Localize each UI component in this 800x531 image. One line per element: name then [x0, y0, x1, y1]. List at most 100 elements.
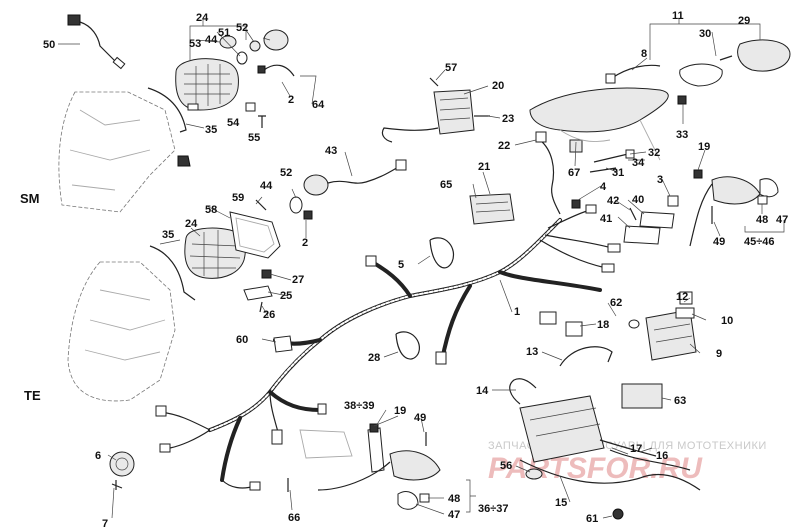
part-12-fuse — [679, 291, 693, 305]
callout-18: 18 — [597, 319, 609, 331]
callout-48-right: 48 — [756, 214, 768, 226]
part-55-screw — [258, 115, 266, 128]
callout-41: 41 — [600, 213, 612, 225]
part-6-horn — [109, 451, 135, 477]
callout-53: 53 — [189, 38, 201, 50]
part-3-connector — [667, 195, 679, 207]
part-57-screw — [429, 77, 439, 87]
part-2-connector-sm — [257, 65, 266, 74]
callout-26: 26 — [263, 309, 275, 321]
part-36-lead — [317, 461, 391, 491]
part-34-bolt — [593, 153, 629, 163]
callout-20: 20 — [492, 80, 504, 92]
part-65-ecu — [469, 193, 515, 225]
part-24-headlight-sm — [175, 58, 239, 111]
part-13-strap — [559, 346, 613, 367]
part-2-connector-te — [303, 210, 313, 220]
part-1-main-harness — [155, 204, 621, 491]
callout-50: 50 — [43, 39, 55, 51]
sm-fairing — [58, 91, 191, 213]
part-43-lead — [327, 165, 401, 184]
callout-23: 23 — [502, 113, 514, 125]
callout-21: 21 — [478, 161, 490, 173]
part-29-taillight — [737, 39, 791, 72]
part-60-clip — [273, 335, 293, 353]
part-45-lead — [689, 183, 713, 247]
part-35-seal-te — [149, 245, 196, 301]
callout-47-right: 47 — [776, 214, 788, 226]
part-43-connector — [395, 159, 407, 171]
callout-1: 1 — [514, 306, 520, 318]
callout-33: 33 — [676, 129, 688, 141]
callout-10: 10 — [721, 315, 733, 327]
callout-66: 66 — [288, 512, 300, 524]
part-47-lens-lower — [397, 491, 419, 510]
callout-35-mid: 35 — [162, 229, 174, 241]
part-30-licence-light — [679, 63, 723, 87]
callout-60: 60 — [236, 334, 248, 346]
side-label-sm: SM — [20, 191, 40, 206]
callout-25: 25 — [280, 290, 292, 302]
part-36-37-indicator — [389, 450, 441, 481]
callout-13: 13 — [526, 346, 538, 358]
callout-49-right: 49 — [713, 236, 725, 248]
callout-62: 62 — [610, 297, 622, 309]
te-fairing — [67, 261, 176, 402]
callout-22: 22 — [498, 140, 510, 152]
callout-31: 31 — [612, 167, 624, 179]
callout-4: 4 — [600, 181, 607, 193]
part-19-nut — [693, 169, 703, 179]
part-22-lead — [539, 139, 561, 215]
part-30-screw — [719, 55, 733, 61]
callout-40: 40 — [632, 194, 644, 206]
leader-lines — [58, 18, 785, 519]
callout-14: 14 — [476, 385, 489, 397]
part-45-46-indicator — [711, 176, 761, 205]
part-10-cover — [675, 307, 695, 319]
callout-32: 32 — [648, 147, 660, 159]
callout-65: 65 — [440, 179, 452, 191]
part-54-nut — [245, 102, 256, 112]
part-24-headlight-te — [184, 227, 246, 279]
part-18-connector-b — [565, 321, 583, 337]
bulb-group-sm — [219, 29, 295, 77]
callout-64: 64 — [312, 99, 325, 111]
callout-5: 5 — [398, 259, 404, 271]
callout-34: 34 — [632, 157, 645, 169]
callout-58: 58 — [205, 204, 217, 216]
part-19-nut-lower — [369, 423, 379, 433]
callout-8: 8 — [641, 48, 647, 60]
part-62-washer — [628, 319, 640, 329]
callout-2-mid: 2 — [302, 237, 308, 249]
part-8-lead — [611, 64, 661, 79]
callout-35-top: 35 — [205, 124, 217, 136]
callout-12: 12 — [676, 291, 688, 303]
part-4-connector — [571, 199, 581, 209]
part-38-39-bracket — [367, 427, 385, 473]
callout-numbers: 24 52 51 44 53 50 2 64 35 54 55 57 20 23… — [43, 10, 788, 530]
part-35-seal-sm — [147, 87, 187, 133]
callout-51: 51 — [218, 27, 230, 39]
callout-52-mid: 52 — [280, 167, 292, 179]
part-26-screw — [259, 301, 263, 313]
part-11-tail-assembly — [529, 87, 669, 133]
part-9-starter-relay — [645, 309, 697, 361]
callout-56: 56 — [500, 460, 512, 472]
part-27-clip — [261, 269, 272, 279]
part-16-lead — [609, 449, 691, 471]
part-41-fuse-holder — [623, 225, 661, 245]
callout-16: 16 — [656, 450, 668, 462]
callout-67: 67 — [568, 167, 580, 179]
callout-61: 61 — [586, 513, 598, 525]
watermark-logo: PARTSFOR.RU — [488, 452, 703, 485]
mount-ghost — [299, 429, 353, 459]
part-42-screw — [629, 207, 637, 221]
part-48-seal-lower — [419, 493, 430, 503]
callout-52-top: 52 — [236, 22, 248, 34]
callout-17: 17 — [630, 443, 642, 455]
callout-19-right: 19 — [698, 141, 710, 153]
callout-36-37: 36÷37 — [478, 503, 509, 515]
callout-42: 42 — [607, 195, 619, 207]
